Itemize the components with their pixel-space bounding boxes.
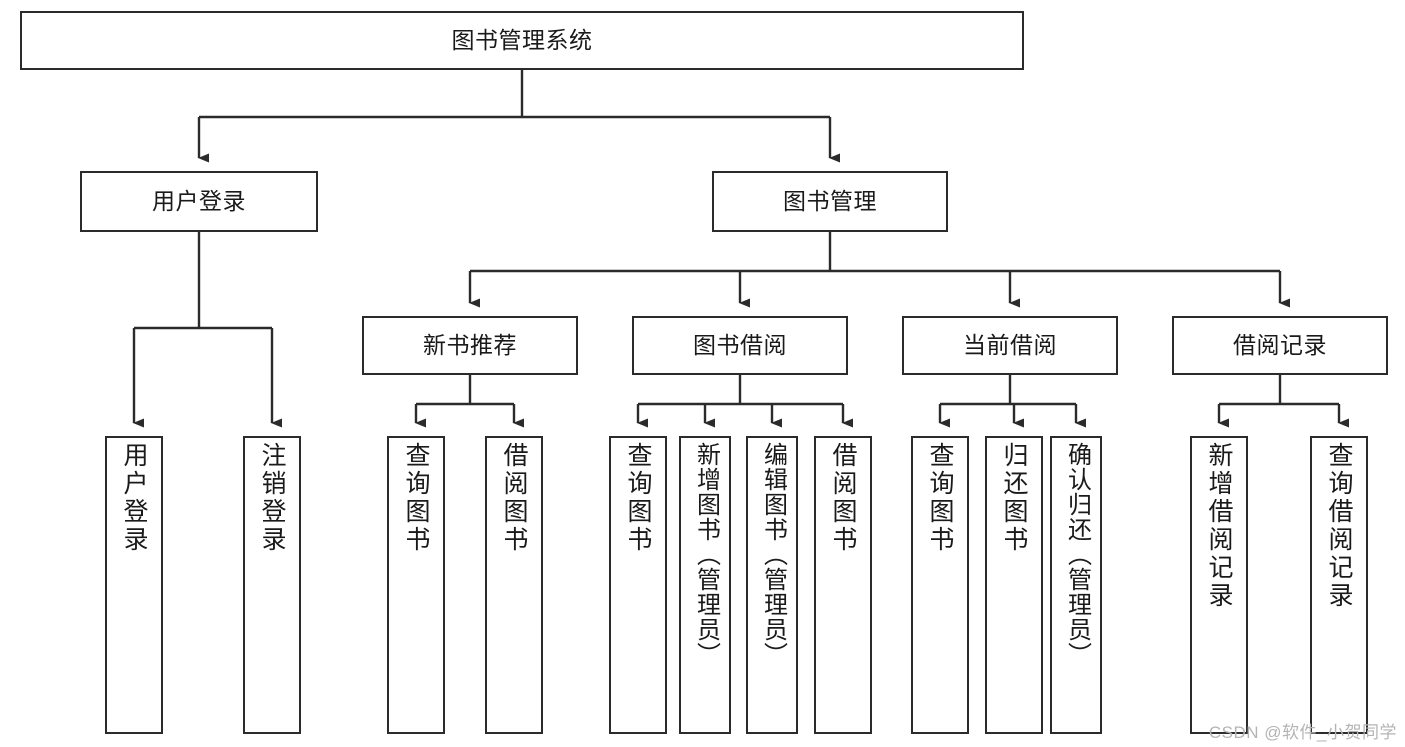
node-label: 确认归还（管理员） <box>1063 442 1091 667</box>
watermark-text: CSDN @软件_小贺同学 <box>1208 723 1397 742</box>
node-book-mgmt[interactable]: 图书管理 <box>712 171 948 232</box>
node-leaf-cur-confirm[interactable]: 确认归还（管理员） <box>1050 436 1102 734</box>
node-label: 注销登录 <box>258 442 286 554</box>
node-label: 新书推荐 <box>423 332 517 358</box>
node-label: 编辑图书（管理员） <box>759 442 787 667</box>
node-leaf-rec-search[interactable]: 查询图书 <box>387 436 445 734</box>
node-history[interactable]: 借阅记录 <box>1172 316 1388 375</box>
node-leaf-his-search[interactable]: 查询借阅记录 <box>1310 436 1368 734</box>
node-user-login[interactable]: 用户登录 <box>80 171 318 232</box>
node-label: 借阅图书 <box>500 442 528 554</box>
node-borrow[interactable]: 图书借阅 <box>632 316 848 375</box>
node-label: 图书借阅 <box>693 332 787 358</box>
node-label: 借阅图书 <box>829 442 857 554</box>
node-leaf-cur-return[interactable]: 归还图书 <box>985 436 1043 734</box>
node-leaf-his-add[interactable]: 新增借阅记录 <box>1190 436 1248 734</box>
node-label: 查询图书 <box>402 442 430 554</box>
node-label: 借阅记录 <box>1233 332 1327 358</box>
node-label: 新增图书（管理员） <box>692 442 720 667</box>
node-label: 查询借阅记录 <box>1325 442 1353 610</box>
node-leaf-bor-add[interactable]: 新增图书（管理员） <box>679 436 731 734</box>
node-label: 新增借阅记录 <box>1205 442 1233 610</box>
node-leaf-rec-borrow[interactable]: 借阅图书 <box>485 436 543 734</box>
node-leaf-bor-search[interactable]: 查询图书 <box>609 436 667 734</box>
node-label: 查询图书 <box>926 442 954 554</box>
node-label: 用户登录 <box>152 188 246 214</box>
node-label: 图书管理 <box>783 188 877 214</box>
node-current[interactable]: 当前借阅 <box>902 316 1118 375</box>
node-leaf-user-logout[interactable]: 注销登录 <box>243 436 301 734</box>
node-label: 用户登录 <box>120 442 148 554</box>
node-leaf-cur-search[interactable]: 查询图书 <box>911 436 969 734</box>
node-leaf-bor-lend[interactable]: 借阅图书 <box>814 436 872 734</box>
node-leaf-user-login[interactable]: 用户登录 <box>105 436 163 734</box>
node-label: 当前借阅 <box>963 332 1057 358</box>
node-root[interactable]: 图书管理系统 <box>20 11 1024 70</box>
node-label: 查询图书 <box>624 442 652 554</box>
node-new-rec[interactable]: 新书推荐 <box>362 316 578 375</box>
node-leaf-bor-edit[interactable]: 编辑图书（管理员） <box>746 436 798 734</box>
node-label: 图书管理系统 <box>451 27 593 53</box>
node-label: 归还图书 <box>1000 442 1028 554</box>
